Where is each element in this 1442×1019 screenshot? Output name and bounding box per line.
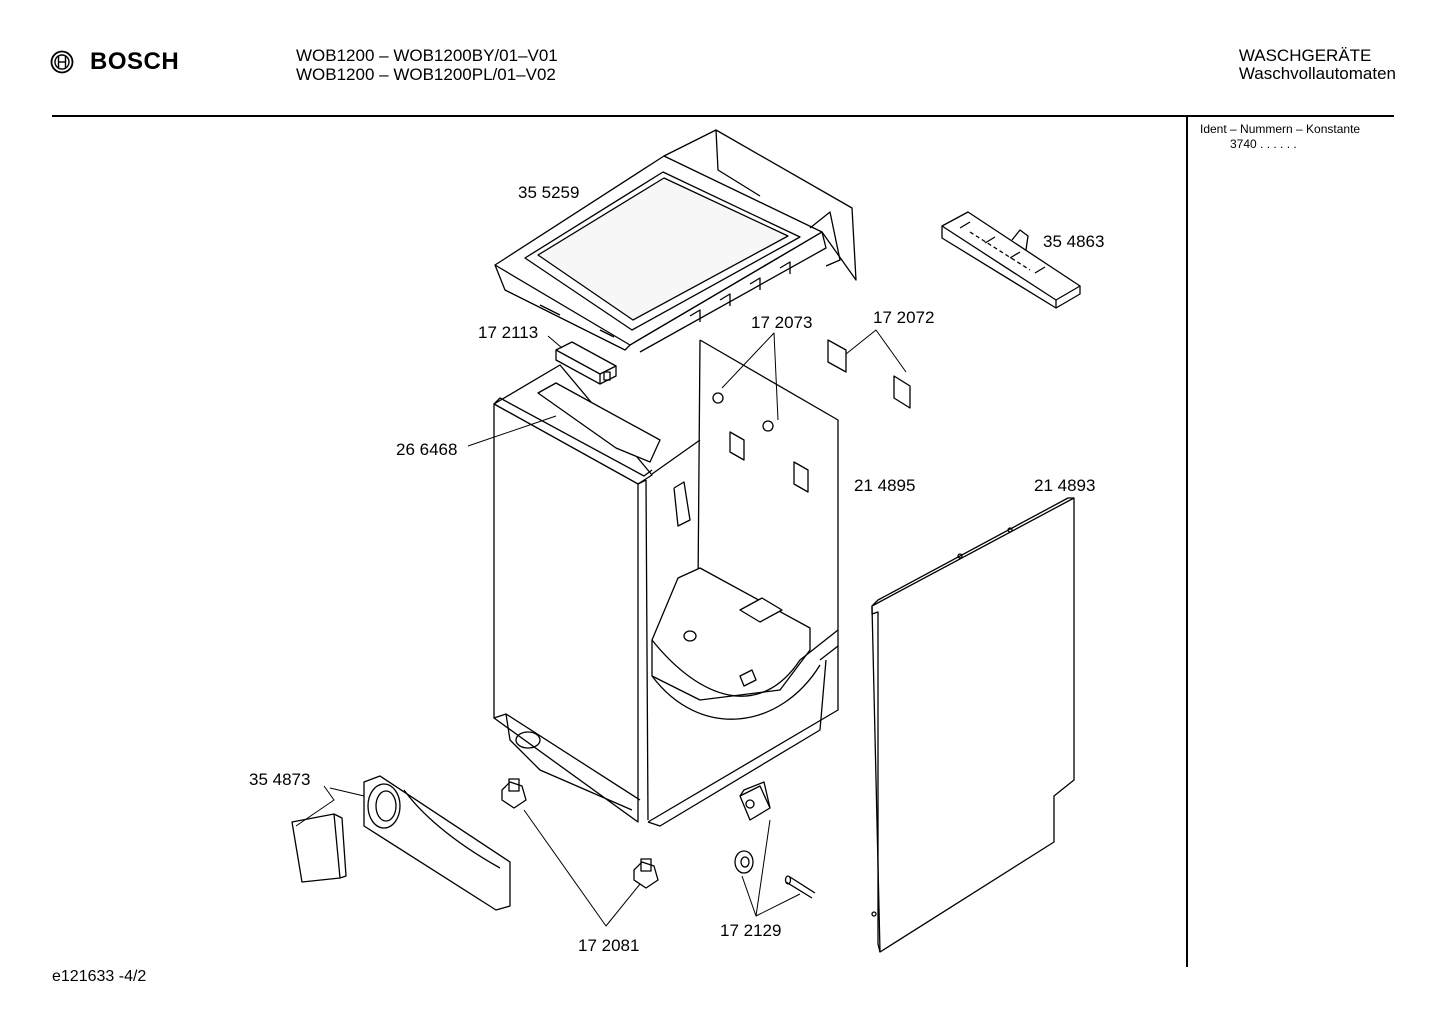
model-line-2: WOB1200 – WOB1200PL/01–V02 bbox=[296, 65, 556, 84]
label-hinge-set: 17 2129 bbox=[720, 921, 781, 940]
ident-box: Ident – Nummern – Konstante 3740 . . . .… bbox=[1200, 122, 1360, 152]
top-cover-part[interactable] bbox=[494, 129, 857, 353]
label-feet: 17 2081 bbox=[578, 936, 639, 955]
cabinet-frame-part[interactable] bbox=[493, 339, 839, 827]
pad-part[interactable] bbox=[827, 339, 911, 409]
label-detergent-drawer: 35 4873 bbox=[249, 770, 310, 789]
label-spacer-pair: 17 2073 bbox=[751, 313, 812, 332]
label-pad-pair: 17 2072 bbox=[873, 308, 934, 327]
ident-title: Ident – Nummern – Konstante bbox=[1200, 122, 1361, 136]
label-interlock: 17 2113 bbox=[478, 323, 538, 342]
category: WASCHGERÄTE Waschvollautomaten bbox=[1239, 47, 1396, 83]
ident-value: 3740 . . . . . . bbox=[1230, 137, 1297, 151]
label-control-bracket: 35 4863 bbox=[1043, 232, 1104, 251]
label-cabinet-frame: 21 4895 bbox=[854, 476, 915, 495]
control-bracket-part[interactable] bbox=[941, 211, 1081, 309]
label-top-cover: 35 5259 bbox=[518, 183, 579, 202]
side-divider bbox=[1186, 117, 1188, 967]
drawing-code: e121633 -4/2 bbox=[52, 968, 147, 985]
label-left-bracket: 26 6468 bbox=[396, 440, 457, 459]
bosch-logo-icon bbox=[50, 50, 74, 74]
interlock-part[interactable] bbox=[555, 341, 617, 385]
hinge-part[interactable] bbox=[734, 781, 816, 899]
model-line-1: WOB1200 – WOB1200BY/01–V01 bbox=[296, 46, 558, 65]
detergent-drawer-part[interactable] bbox=[291, 775, 511, 911]
model-list: WOB1200 – WOB1200BY/01–V01 WOB1200 – WOB… bbox=[296, 46, 558, 84]
foot-part[interactable] bbox=[501, 778, 659, 889]
category-title: WASCHGERÄTE bbox=[1238, 46, 1372, 65]
header-divider bbox=[52, 115, 1394, 117]
category-subtitle: Waschvollautomaten bbox=[1238, 64, 1396, 83]
brand-name: BOSCH bbox=[90, 48, 180, 75]
brand: BOSCH bbox=[50, 48, 179, 76]
label-side-panel: 21 4893 bbox=[1034, 476, 1095, 495]
side-panel-part[interactable] bbox=[871, 497, 1075, 953]
leader-lines bbox=[295, 329, 907, 927]
